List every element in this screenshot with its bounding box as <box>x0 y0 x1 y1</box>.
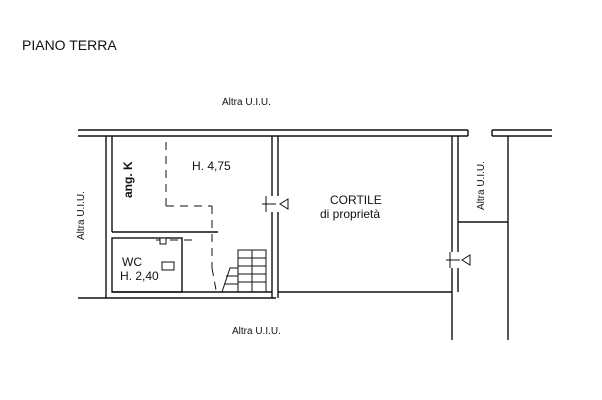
building-walls <box>78 129 552 340</box>
wc-fixture <box>159 237 175 271</box>
plan-title: PIANO TERRA <box>22 37 117 53</box>
neighbor-label-right: Altra U.I.U. <box>476 161 487 210</box>
wc-label: WC <box>122 255 142 269</box>
wc-height: H. 2,40 <box>120 269 159 283</box>
opening-symbol-partition <box>262 196 289 212</box>
opening-symbol-courtyard <box>446 252 471 268</box>
kitchen-label: ang. K <box>121 161 135 198</box>
main-room-height: H. 4,75 <box>192 159 231 173</box>
neighbor-label-bottom: Altra U.I.U. <box>232 326 281 337</box>
neighbor-label-top: Altra U.I.U. <box>222 97 271 108</box>
neighbor-label-left: Altra U.I.U. <box>76 191 87 240</box>
staircase <box>221 249 267 293</box>
courtyard-label: CORTILE <box>330 193 382 207</box>
courtyard-ownership: di proprietà <box>320 207 380 221</box>
